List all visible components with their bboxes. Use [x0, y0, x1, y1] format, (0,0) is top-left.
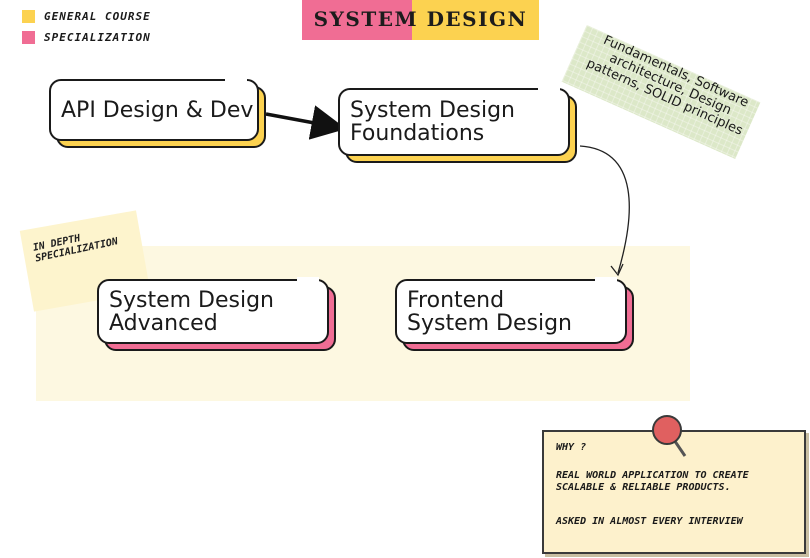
legend-swatch-pink	[22, 31, 35, 44]
legend-item-specialization: Specialization	[22, 31, 151, 44]
node-label-line1: System Design	[109, 287, 274, 313]
sticky-note-line: Real world application to create	[556, 470, 749, 481]
node-api-design-dev: API Design & Dev	[49, 77, 266, 148]
sticky-note-line: Asked in almost every interview	[556, 516, 743, 527]
node-face	[338, 88, 570, 156]
node-label: API Design & Dev	[49, 79, 259, 141]
legend-item-general-course: General course	[22, 10, 151, 23]
node-label-line2: Advanced	[109, 310, 218, 336]
node-label: System Design Foundations	[338, 88, 570, 156]
title-pink-block	[302, 0, 412, 40]
node-system-design-foundations: System Design Foundations	[338, 86, 577, 163]
sticky-note-heading: Why ?	[556, 442, 587, 453]
legend-label: General course	[44, 10, 151, 23]
node-face	[395, 279, 627, 344]
node-system-design-advanced: System Design Advanced	[97, 277, 336, 351]
node-frontend-system-design: Frontend System Design	[395, 277, 634, 351]
title-yellow-block	[412, 0, 539, 40]
legend-swatch-yellow	[22, 10, 35, 23]
outline-gap	[225, 77, 247, 83]
outline-gap	[538, 86, 560, 92]
arrow-api-to-foundations	[265, 105, 347, 140]
arrow-foundations-to-frontend	[579, 145, 630, 274]
node-label-line1: API Design & Dev	[61, 97, 254, 123]
sticky-note: Why ? Real world application to create s…	[542, 430, 806, 554]
arrow-foundations-to-frontend-head	[610, 263, 624, 277]
outline-gap	[297, 277, 319, 283]
node-label-line1: Frontend	[407, 287, 505, 313]
sticky-note-line: scalable & reliable products.	[556, 482, 731, 493]
node-face	[97, 279, 329, 344]
pushpin-icon	[652, 415, 687, 457]
title-text: System Design	[313, 7, 528, 31]
legend-label: Specialization	[44, 31, 151, 44]
node-face	[49, 79, 259, 141]
node-label-line2: Foundations	[350, 121, 485, 146]
node-label: Frontend System Design	[395, 279, 627, 344]
outline-gap	[595, 277, 617, 283]
page-title: System Design	[302, 0, 539, 40]
node-label-line2: System Design	[407, 310, 572, 336]
node-label: System Design Advanced	[97, 279, 329, 344]
node-label-line1: System Design	[350, 98, 515, 123]
